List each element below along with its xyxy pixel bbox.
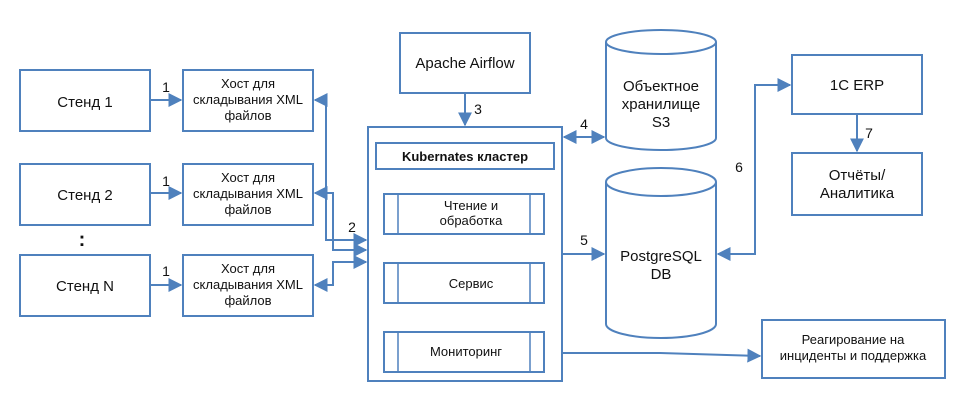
host-1-line-2: складывания XML [193,92,303,107]
edge-label-stand1-host1: 1 [162,79,170,95]
edge-label-hosts-k8s: 2 [348,219,356,235]
stand-n-node: Стенд N [19,254,151,317]
edge-host2-k8s [313,186,368,257]
postgres-line-1: PostgreSQL [620,248,702,265]
s3-storage-node: Объектное хранилище S3 [605,29,717,151]
edge-host1-k8s [313,93,368,247]
edge-label-airflow-k8s: 3 [474,101,482,117]
postgres-db-node: PostgreSQL DB [605,167,717,339]
k8s-title-box [375,142,555,170]
s3-line-2: хранилище [622,96,701,113]
host-2-node: Хост для складывания XML файлов [182,163,314,226]
host-n-node: Хост для складывания XML файлов [182,254,314,317]
k8s-block-read-line-1: Чтение и [444,198,498,213]
postgres-line-2: DB [651,266,672,283]
k8s-cluster-node: Kubernates кластер Чтение и обработка Се… [367,126,563,382]
stand-2-node: Стенд 2 [19,163,151,226]
reports-line-2: Аналитика [820,185,895,202]
support-node: Реагирование на инциденты и поддержка [761,319,946,379]
edge-label-stand2-host2: 1 [162,173,170,189]
k8s-block-read-process: Чтение и обработка [383,193,545,235]
host-1-node: Хост для складывания XML файлов [182,69,314,132]
reports-line-1: Отчёты/ [829,167,886,184]
host-1-line-3: файлов [224,108,271,123]
host-n-line-2: складывания XML [193,277,303,292]
host-2-line-1: Хост для [221,170,275,185]
k8s-block-read-line-2: обработка [440,213,503,228]
k8s-block-service: Сервис [383,262,545,304]
edge-erp-postgres [716,78,792,261]
s3-line-3: S3 [652,114,670,131]
edge-label-k8s-s3: 4 [580,116,588,132]
edge-k8s-support [562,348,762,363]
edge-hostN-k8s [313,255,368,292]
edge-label-erp-postgres: 6 [735,159,743,175]
erp-node: 1C ERP [791,54,923,115]
edge-label-k8s-postgres: 5 [580,232,588,248]
host-2-line-3: файлов [224,202,271,217]
host-2-line-2: складывания XML [193,186,303,201]
airflow-label: Apache Airflow [415,55,514,72]
s3-line-1: Объектное [623,78,699,95]
stand-1-label: Стенд 1 [57,94,112,111]
stand-ellipsis: : [79,229,86,251]
k8s-title: Kubernates кластер [402,149,528,164]
k8s-block-monitoring: Мониторинг [383,331,545,373]
airflow-node: Apache Airflow [399,32,531,94]
k8s-block-service-label: Сервис [449,276,494,291]
reports-node: Отчёты/ Аналитика [791,152,923,216]
host-1-line-1: Хост для [221,76,275,91]
support-line-2: инциденты и поддержка [780,348,927,363]
stand-1-node: Стенд 1 [19,69,151,132]
erp-label: 1C ERP [830,77,884,94]
edge-label-standN-hostN: 1 [162,263,170,279]
host-n-line-1: Хост для [221,261,275,276]
host-n-line-3: файлов [224,293,271,308]
stand-n-label: Стенд N [56,278,114,295]
k8s-block-monitoring-label: Мониторинг [430,344,502,359]
edge-label-erp-reports: 7 [865,125,873,141]
stand-2-label: Стенд 2 [57,187,112,204]
support-line-1: Реагирование на [802,332,905,347]
